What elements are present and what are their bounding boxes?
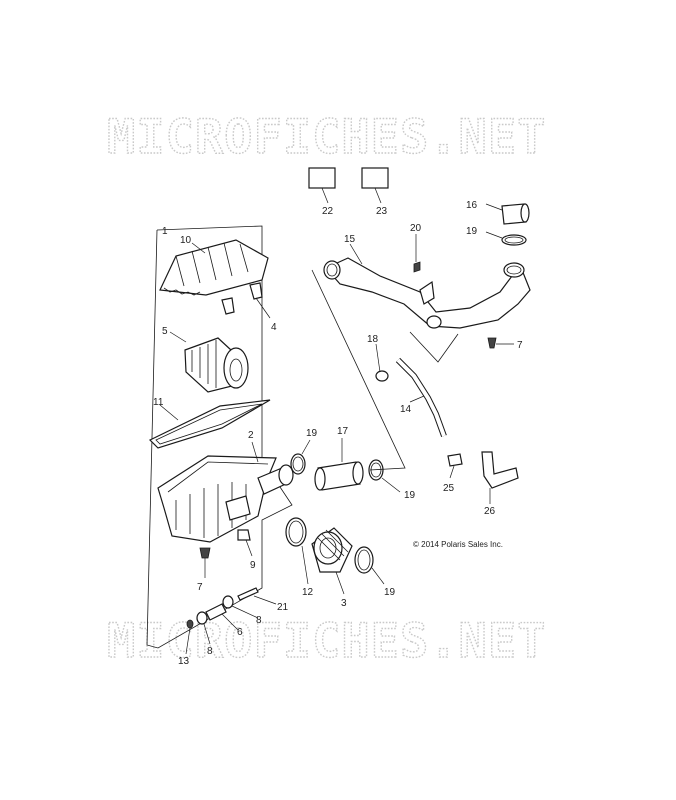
callout-16: 16	[466, 200, 478, 211]
callout-labels: 1 10 4 5 11 2 9 7 12 3 19 21 8 6 13 8 22…	[153, 200, 523, 667]
assembly-outline	[146, 225, 293, 649]
callout-19-left: 19	[306, 428, 318, 439]
callout-14: 14	[400, 404, 412, 415]
sleeve-part-6	[205, 603, 227, 621]
air-filter-part-5	[169, 331, 249, 393]
callout-9: 9	[250, 560, 256, 571]
bushing-part-8-upper	[222, 595, 234, 609]
drain-valve-part-7-right	[487, 337, 497, 349]
clips-part-4	[221, 282, 271, 319]
copyright-notice: © 2014 Polaris Sales Inc.	[413, 540, 503, 549]
callout-2: 2	[248, 430, 254, 441]
callout-20: 20	[410, 223, 422, 234]
callout-21: 21	[277, 602, 289, 613]
callout-11: 11	[153, 397, 164, 408]
reference-box-23	[361, 167, 389, 189]
drain-valve-part-7-left	[199, 547, 211, 559]
callout-6: 6	[237, 627, 243, 638]
callout-15: 15	[344, 234, 356, 245]
callout-18: 18	[367, 334, 379, 345]
callout-1: 1	[162, 226, 168, 237]
callout-17: 17	[337, 426, 349, 437]
callout-19-right: 19	[404, 490, 416, 501]
callout-19-lower: 19	[384, 587, 396, 598]
callout-22: 22	[322, 206, 334, 217]
vent-hose-part-14	[395, 357, 447, 438]
elbow-fitting-part-26	[481, 451, 519, 504]
clip-part-25	[447, 453, 463, 467]
airbox-cover-part-10	[159, 239, 269, 296]
intake-boot-part-3	[311, 527, 353, 595]
callout-10: 10	[180, 235, 192, 246]
nut-part-13	[186, 619, 194, 629]
callout-7-left: 7	[197, 582, 203, 593]
bushing-part-8-lower	[196, 611, 208, 625]
gasket-part-11	[148, 399, 271, 449]
callout-12: 12	[302, 587, 314, 598]
callout-26: 26	[484, 506, 496, 517]
clamp-part-18	[375, 370, 389, 382]
coupler-part-16	[485, 203, 530, 225]
callout-13: 13	[178, 656, 190, 667]
intake-tube-part-17	[314, 438, 364, 491]
callout-25: 25	[443, 483, 455, 494]
callout-8-upper: 8	[256, 615, 262, 626]
hose-clamp-part-19-top	[485, 231, 527, 246]
assembly-outline-15	[311, 269, 406, 471]
watermark-bottom: MICROFICHES.NET	[107, 614, 546, 669]
callout-7-right: 7	[517, 340, 523, 351]
reference-box-22	[308, 167, 336, 189]
airbox-base-part-2	[157, 441, 294, 543]
screw-part-20	[413, 261, 421, 273]
callout-3: 3	[341, 598, 347, 609]
callout-19-top: 19	[466, 226, 478, 237]
callout-5: 5	[162, 326, 168, 337]
plug-part-9	[237, 529, 251, 541]
watermark-top: MICROFICHES.NET	[107, 110, 546, 165]
bolt-part-21	[237, 587, 259, 601]
callout-8-lower: 8	[207, 646, 213, 657]
hardware-group	[185, 587, 277, 655]
callout-4: 4	[271, 322, 277, 333]
intake-duct-part-15	[323, 243, 531, 329]
callout-23: 23	[376, 206, 388, 217]
